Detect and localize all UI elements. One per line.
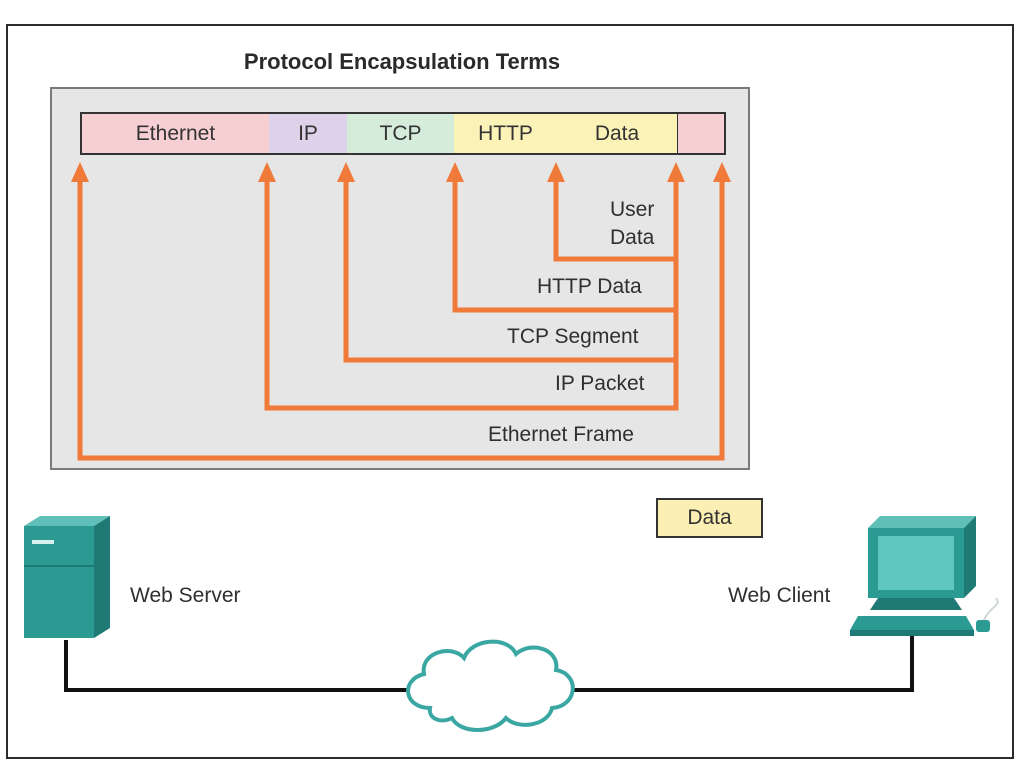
pdu-data: Data [557, 112, 678, 155]
user-data-arrow [553, 175, 676, 262]
arrowhead-tcp [337, 162, 355, 182]
pdu-tcp-header: TCP [347, 112, 455, 155]
pdu-ethernet-trailer [677, 112, 726, 155]
term-user-data-line2: Data [610, 226, 655, 249]
pdu-ethernet-header: Ethernet [80, 112, 270, 155]
client-link [565, 636, 914, 692]
arrowhead-http [446, 162, 464, 182]
web-client-icon [850, 516, 999, 636]
term-ethernet-frame: Ethernet Frame [488, 423, 634, 446]
http-data-arrow [452, 175, 676, 313]
diagram-title: Protocol Encapsulation Terms [243, 49, 561, 74]
pdu-http-header: HTTP [454, 112, 558, 155]
ip-packet-arrow [264, 175, 679, 411]
arrowhead-ip [258, 162, 276, 182]
arrowhead-trailer-ip [667, 162, 685, 182]
pdu-ip-header: IP [269, 112, 348, 155]
web-server-label: Web Server [130, 584, 241, 607]
internet-cloud-icon [406, 639, 575, 732]
term-tcp-segment: TCP Segment [507, 325, 639, 348]
arrowhead-ethernet-left [71, 162, 89, 182]
term-user-data-line1: User [610, 198, 655, 221]
arrowhead-ethernet-right [713, 162, 731, 182]
server-link [64, 640, 412, 692]
arrowhead-data [547, 162, 565, 182]
term-http-data: HTTP Data [537, 275, 642, 298]
tcp-segment-arrow [343, 175, 676, 363]
web-server-icon [24, 516, 110, 638]
term-ip-packet: IP Packet [555, 372, 645, 395]
data-chip: Data [656, 498, 763, 538]
web-client-label: Web Client [728, 584, 831, 607]
ethernet-frame-arrow [77, 175, 725, 461]
